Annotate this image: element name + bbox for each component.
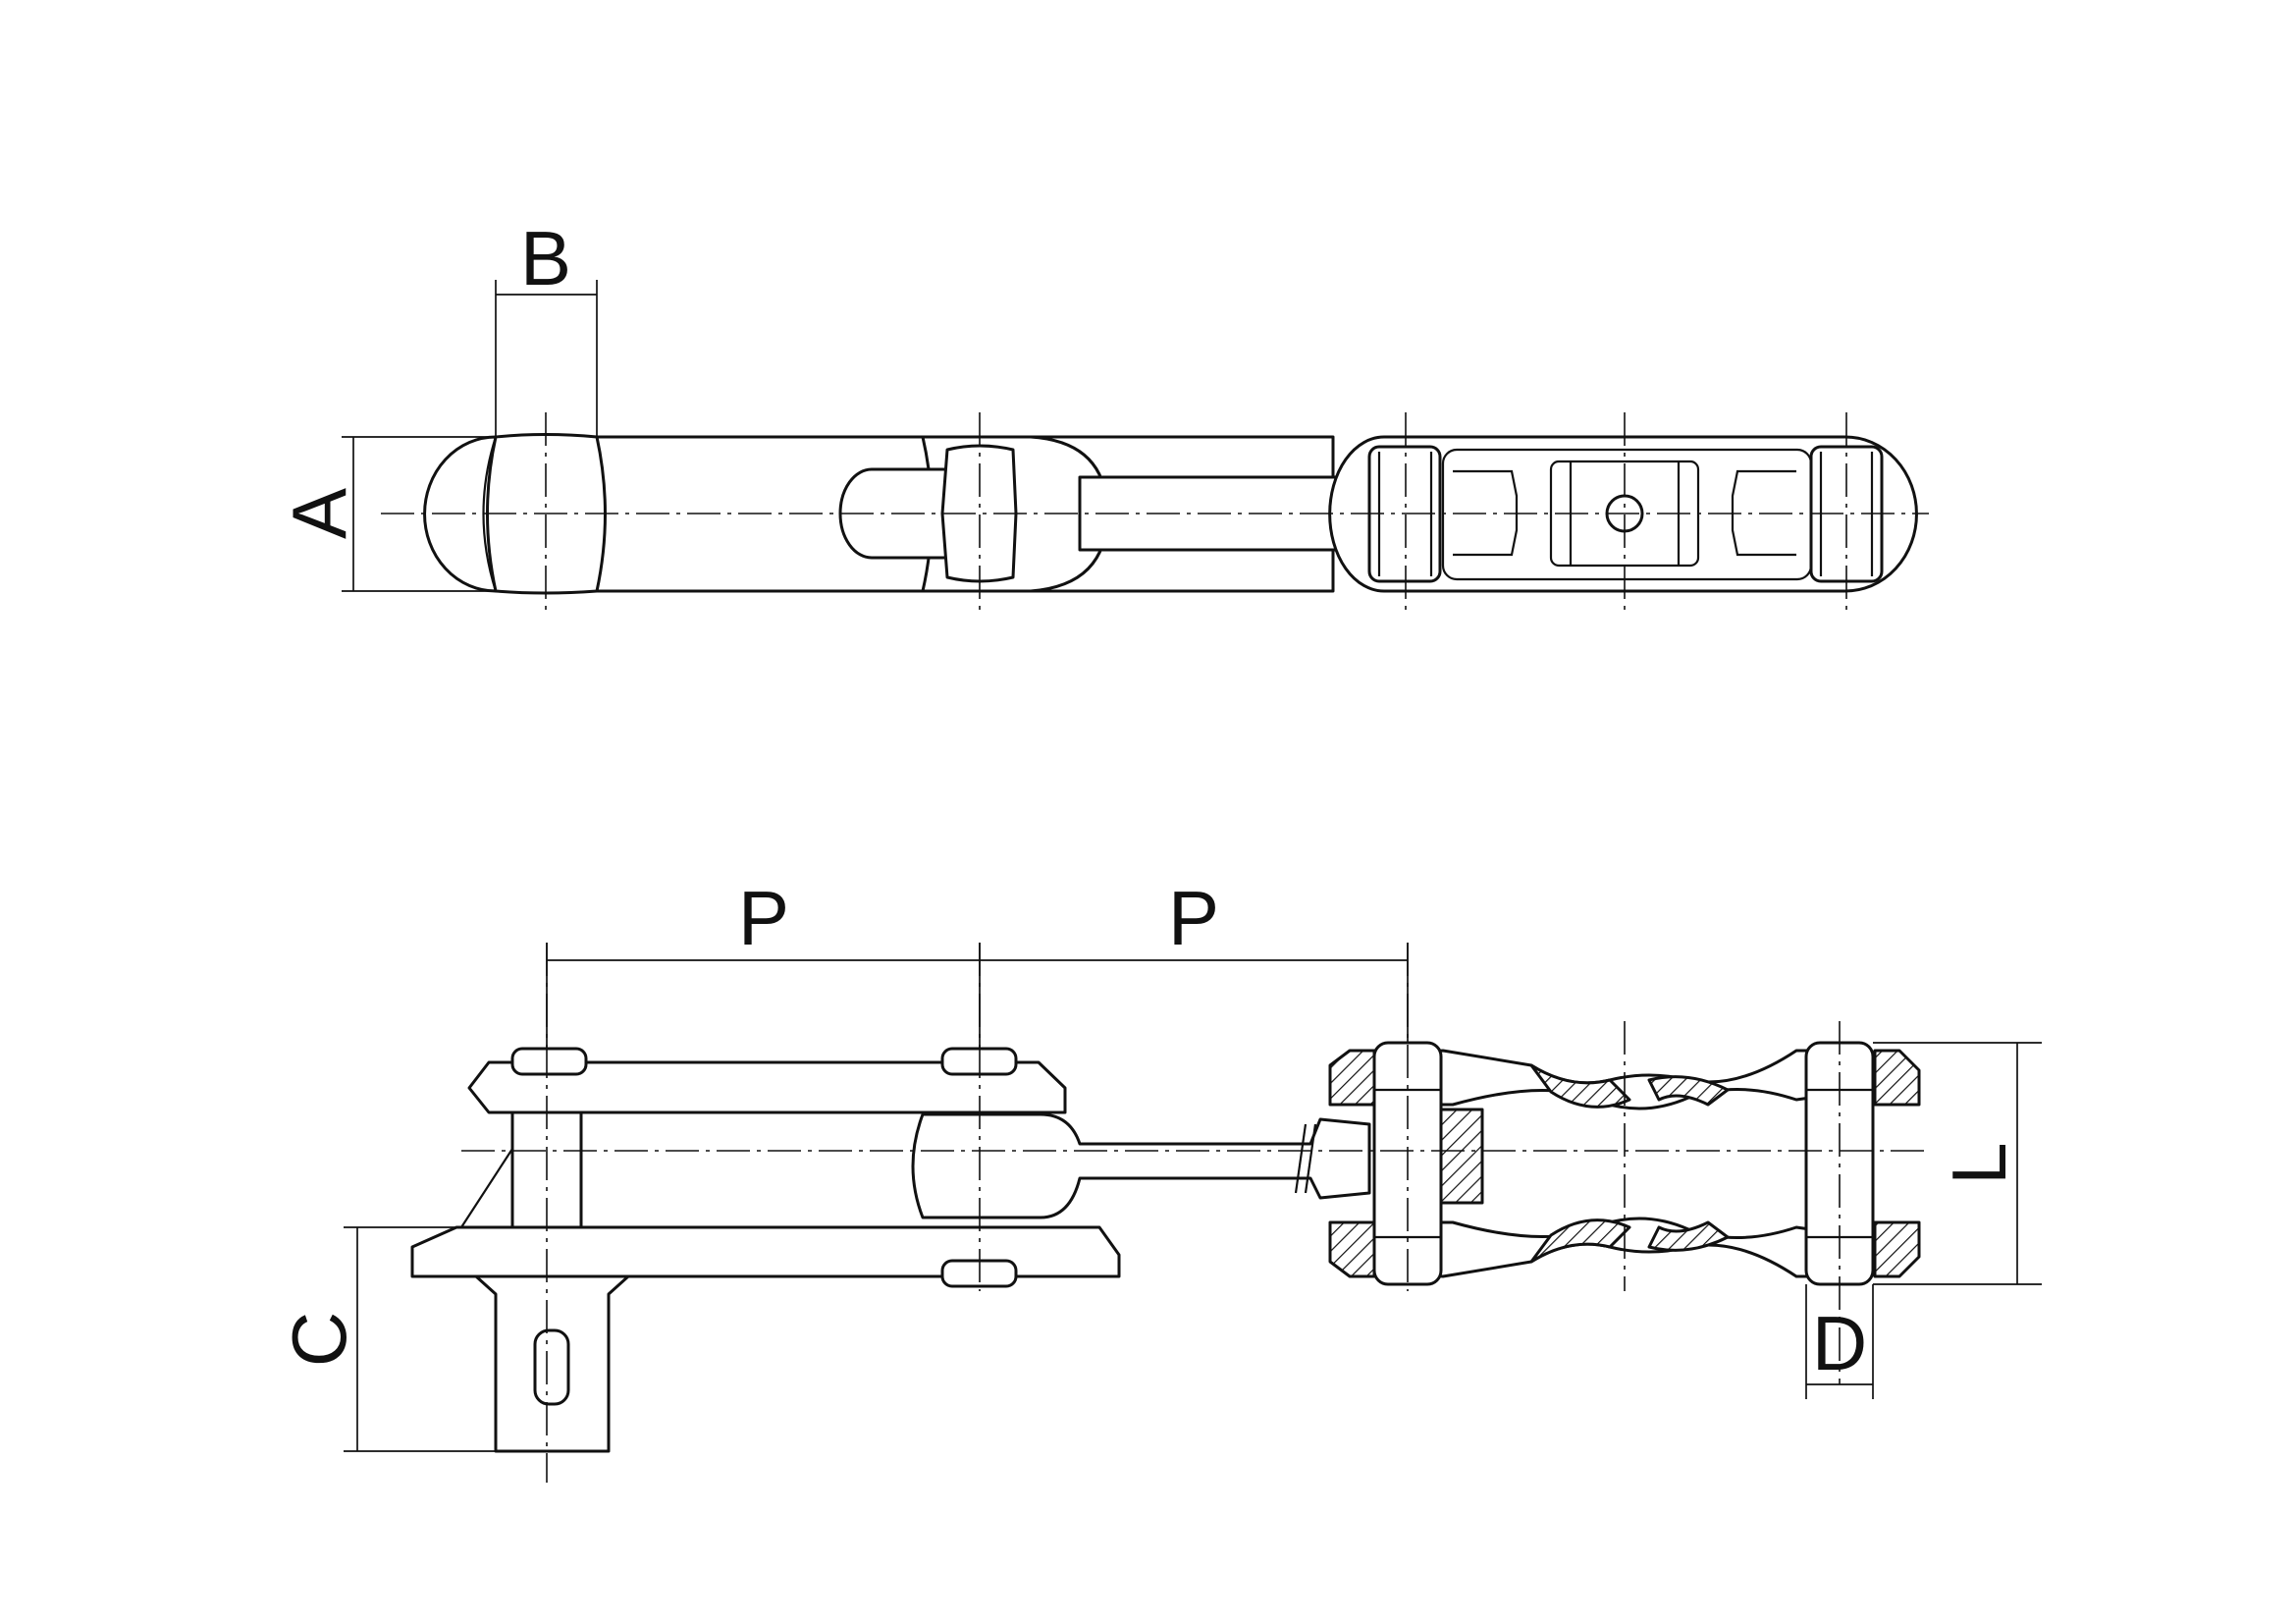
- dimension-label-c: C: [276, 1312, 362, 1367]
- front-pin-head-1: [510, 1047, 588, 1076]
- dimension-label-d: D: [1812, 1300, 1867, 1386]
- front-hatch-left-bottom: [1328, 1220, 1376, 1278]
- front-hatch-upper-mid: [1529, 1063, 1631, 1109]
- front-hatch-lower-mid: [1529, 1218, 1631, 1264]
- front-hatch-left-top: [1328, 1049, 1376, 1107]
- front-view: P P L C D: [276, 875, 2042, 1483]
- front-upper-plate: [467, 1060, 1067, 1114]
- front-hatch-right-bottom: [1873, 1220, 1921, 1278]
- front-attachment-slot: [533, 1328, 570, 1406]
- dimension-label-p-1: P: [738, 875, 789, 961]
- top-middle-pin-block: [940, 444, 1018, 583]
- front-forged-link: [911, 1112, 1371, 1219]
- dimension-label-l: L: [1936, 1142, 2022, 1184]
- front-hatch-lower-mid-2: [1647, 1220, 1730, 1252]
- front-hatch-right-top: [1873, 1049, 1921, 1107]
- front-hatch-center: [1439, 1108, 1484, 1205]
- front-hatch-upper-mid-2: [1647, 1075, 1730, 1107]
- top-view: A B: [276, 215, 1929, 611]
- dimension-label-p-2: P: [1168, 875, 1219, 961]
- front-left-gusset: [460, 1145, 514, 1228]
- dimension-label-a: A: [276, 488, 362, 539]
- dimension-label-b: B: [520, 215, 571, 301]
